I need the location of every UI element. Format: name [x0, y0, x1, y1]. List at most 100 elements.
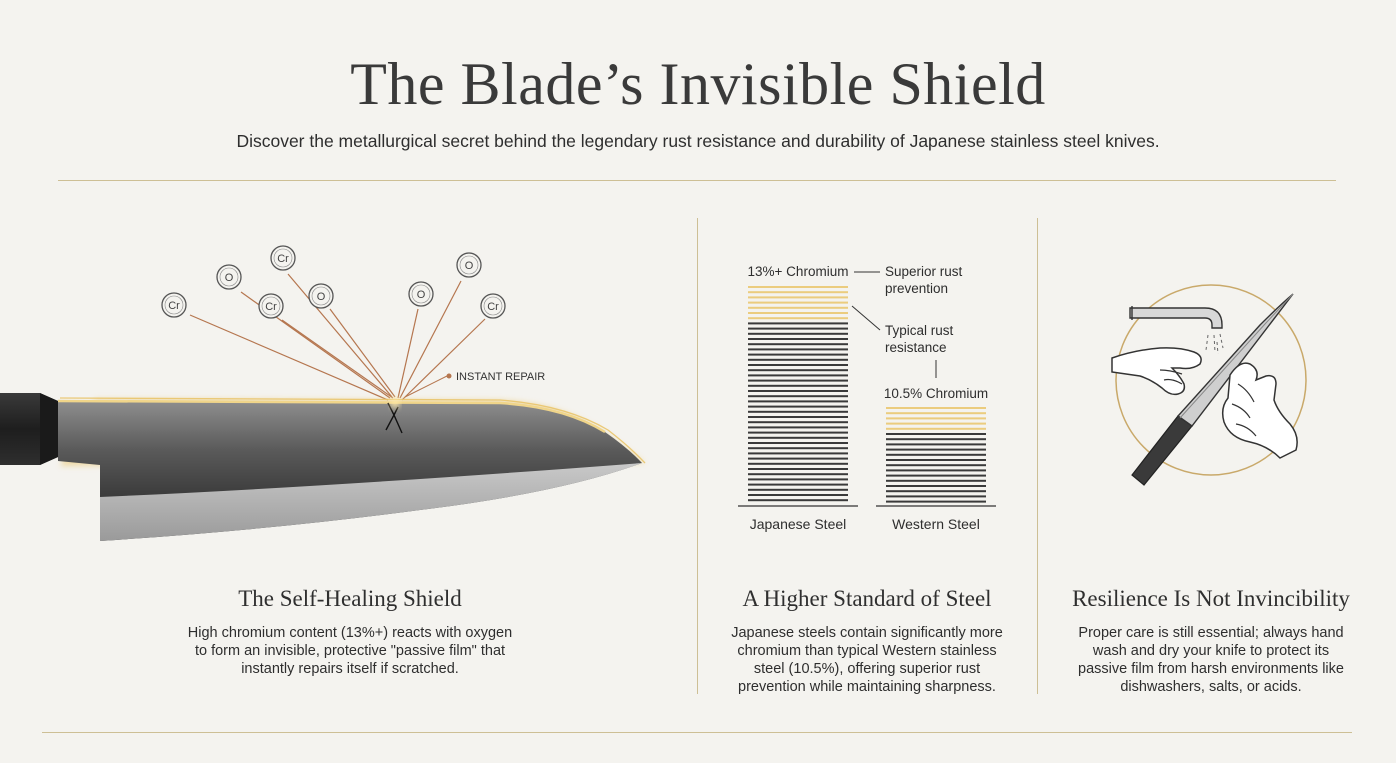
- western-steel-layer: [886, 433, 986, 435]
- japanese-steel-layer: [748, 364, 848, 366]
- japanese-steel-layer: [748, 384, 848, 387]
- page-title: The Blade’s Invisible Shield: [350, 51, 1046, 117]
- svg-text:O: O: [317, 291, 326, 303]
- japanese-steel-layer: [748, 405, 848, 408]
- hand-washing-icon: [1111, 347, 1298, 459]
- japanese-steel-layer: [748, 473, 848, 476]
- japanese-steel-layer: [748, 468, 848, 470]
- japanese-steel-layer: [748, 400, 848, 403]
- japanese-steel-layer: [748, 462, 848, 465]
- knife-diagram: Cr O Cr Cr O O O Cr INSTANT REPAIR: [0, 245, 646, 541]
- atom-cr-4: Cr: [480, 293, 506, 319]
- western-steel-layer: [886, 469, 986, 472]
- japanese-steel-layer: [748, 426, 848, 429]
- reaction-lines: [189, 273, 486, 401]
- svg-text:Cr: Cr: [277, 253, 289, 265]
- western-film-layer: [886, 417, 986, 420]
- japanese-steel-layer: [748, 442, 848, 444]
- japanese-steel-layer: [748, 348, 848, 351]
- atom-o-3: O: [408, 281, 434, 307]
- western-steel-layer: [886, 495, 986, 498]
- footer-divider: [42, 732, 1352, 733]
- svg-text:O: O: [225, 272, 234, 284]
- svg-text:Cr: Cr: [265, 301, 277, 313]
- western-steel-layer: [886, 490, 986, 493]
- svg-text:O: O: [465, 260, 474, 272]
- japanese-steel-stack: [748, 286, 848, 502]
- japanese-film-layer: [748, 296, 848, 299]
- higher-standard-title: A Higher Standard of Steel: [742, 586, 992, 611]
- western-steel-layer: [886, 485, 986, 487]
- header-divider: [58, 180, 1336, 181]
- japanese-steel-layer: [748, 327, 848, 330]
- japanese-steel-layer: [748, 436, 848, 439]
- western-steel-layer: [886, 464, 986, 467]
- japanese-steel-layer: [748, 483, 848, 486]
- japanese-steel-layer: [748, 369, 848, 372]
- western-film-layer: [886, 407, 986, 409]
- japanese-steel-layer: [748, 452, 848, 455]
- western-film-layer: [886, 412, 986, 415]
- self-healing-description: High chromium content (13%+) reacts with…: [187, 625, 513, 677]
- japanese-steel-layer: [748, 431, 848, 434]
- japanese-steel-layer: [748, 353, 848, 356]
- western-steel-layer: [886, 453, 986, 456]
- repair-marker: [446, 373, 452, 379]
- svg-text:O: O: [417, 289, 426, 301]
- steel-comparison-diagram: 13%+ Chromium Superior rust prevention T…: [738, 264, 996, 532]
- atom-o-1: O: [216, 264, 242, 290]
- knife-handle: [0, 393, 58, 465]
- typical-label-2: resistance: [885, 340, 947, 355]
- western-film-layer: [886, 427, 986, 430]
- japanese-film-layer: [748, 301, 848, 304]
- svg-text:Cr: Cr: [487, 301, 499, 313]
- care-ring: [1115, 284, 1307, 476]
- western-film-layer: [886, 422, 986, 425]
- japanese-steel-layer: [748, 390, 848, 392]
- instant-repair-label: INSTANT REPAIR: [456, 371, 545, 383]
- atom-cr-3: Cr: [258, 293, 284, 319]
- japanese-steel-layer: [748, 478, 848, 481]
- western-steel-layer: [886, 479, 986, 482]
- faucet-icon: [1129, 306, 1224, 355]
- atom-o-2: O: [308, 283, 334, 309]
- japanese-film-layer: [748, 291, 848, 294]
- japanese-steel-layer: [748, 374, 848, 377]
- japanese-steel-layer: [748, 358, 848, 361]
- knife-icon: [1131, 293, 1294, 486]
- japanese-steel-layer: [748, 338, 848, 340]
- japanese-steel-layer: [748, 457, 848, 460]
- western-steel-layer: [886, 500, 986, 503]
- japanese-film-layer: [748, 306, 848, 309]
- resilience-title: Resilience Is Not Invincibility: [1072, 586, 1350, 611]
- knife-blade: [57, 397, 646, 541]
- japanese-steel-layer: [748, 395, 848, 398]
- atom-cr-2: Cr: [270, 245, 296, 271]
- western-steel-label: Western Steel: [892, 516, 980, 532]
- japanese-film-layer: [748, 317, 848, 320]
- japanese-film-layer: [748, 312, 848, 314]
- japanese-steel-layer: [748, 421, 848, 424]
- typical-label-1: Typical rust: [885, 323, 954, 338]
- hand-washing-illustration: [1111, 284, 1307, 486]
- western-steel-layer: [886, 438, 986, 441]
- japanese-steel-layer: [748, 343, 848, 346]
- western-steel-layer: [886, 459, 986, 461]
- japanese-steel-layer: [748, 416, 848, 418]
- japanese-steel-layer: [748, 499, 848, 502]
- japanese-steel-label: Japanese Steel: [750, 516, 847, 532]
- japanese-chromium-label: 13%+ Chromium: [748, 264, 849, 279]
- resilience-description: Proper care is still essential; always h…: [1078, 625, 1344, 695]
- japanese-steel-layer: [748, 322, 848, 325]
- japanese-steel-layer: [748, 447, 848, 450]
- japanese-steel-layer: [748, 488, 848, 491]
- japanese-steel-layer: [748, 410, 848, 413]
- japanese-steel-layer: [748, 332, 848, 335]
- japanese-film-layer: [748, 286, 848, 288]
- western-steel-layer: [886, 474, 986, 477]
- superior-label-2: prevention: [885, 281, 948, 296]
- japanese-steel-layer: [748, 494, 848, 496]
- western-steel-stack: [886, 407, 986, 503]
- divider-left: [697, 218, 698, 694]
- western-steel-layer: [886, 443, 986, 446]
